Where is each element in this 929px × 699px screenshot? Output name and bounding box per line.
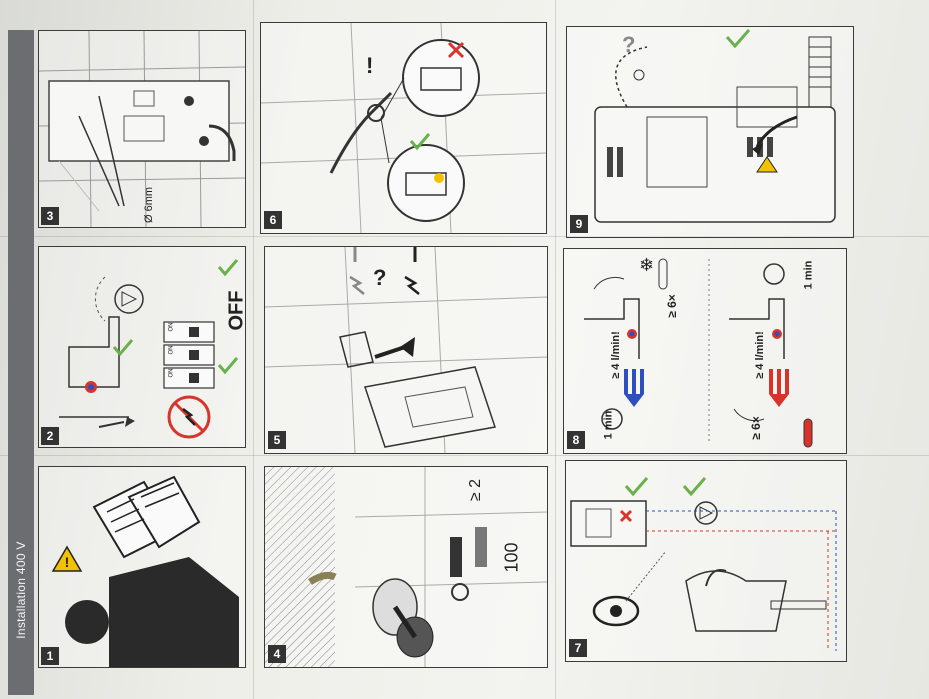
connection-drawing: [265, 467, 548, 667]
duration-hot: 1 min: [802, 260, 815, 290]
step-2-panel: ON ON ON OFF 2: [38, 246, 248, 448]
step-number-2: 2: [41, 427, 59, 445]
step-number-3: 3: [41, 207, 59, 225]
fold-line: [0, 236, 929, 237]
flow-rate-cold: ≥ 4 l/min!: [609, 331, 622, 379]
repeat-count-hot: ≥ 6×: [748, 416, 763, 440]
section-sidebar: [8, 30, 34, 695]
dimension-label: 100: [501, 542, 522, 573]
step-number-7: 7: [569, 639, 587, 657]
step-number-4: 4: [268, 645, 286, 663]
breaker-on-label: ON: [168, 368, 175, 378]
step-number-6: 6: [264, 211, 282, 229]
step-6-panel: ! 6: [260, 22, 547, 234]
step-9-panel: ? 9: [566, 26, 854, 238]
valve-drawing: !: [260, 22, 547, 234]
heater-wiring-drawing: ?: [594, 29, 836, 223]
dimension-label: ≥ 2: [467, 478, 485, 502]
section-title: Installation 400 V: [14, 541, 28, 639]
svg-text:❄: ❄: [639, 255, 654, 275]
flow-rate-hot: ≥ 4 l/min!: [753, 331, 766, 379]
svg-text:?: ?: [373, 265, 386, 290]
venting-drawing: [570, 477, 837, 651]
off-label: OFF: [225, 290, 248, 331]
step-number-5: 5: [268, 431, 286, 449]
step-number-9: 9: [570, 215, 588, 233]
breaker-on-label: ON: [168, 345, 175, 355]
power-off-drawing: [59, 259, 239, 439]
step-1-panel: ! 1: [38, 466, 246, 668]
svg-text:?: ?: [622, 32, 635, 57]
drill-size-label: Ø 6mm: [143, 186, 156, 224]
read-manual-drawing: !: [51, 475, 239, 667]
fold-line: [0, 455, 929, 456]
repeat-count-cold: ≥ 6×: [664, 294, 679, 318]
step-4-panel: 100 ≥ 2 4: [264, 466, 548, 668]
svg-text:!: !: [65, 554, 70, 570]
step-7-panel: 7: [565, 460, 847, 662]
svg-text:!: !: [366, 53, 373, 78]
flush-procedure-drawing: ❄: [584, 255, 813, 448]
breaker-on-label: ON: [168, 322, 175, 332]
step-number-8: 8: [567, 431, 585, 449]
fold-line: [555, 0, 556, 699]
step-5-panel: ? 5: [264, 246, 548, 454]
duration-cold: 1 min: [602, 410, 615, 440]
step-3-panel: Ø 6mm 3: [38, 30, 246, 228]
step-8-panel: ❄ ≥ 4 l/min! ≥ 6× 1 min ≥ 4 l/min! ≥ 6× …: [563, 248, 847, 454]
step-number-1: 1: [41, 647, 59, 665]
cover-mount-drawing: ?: [264, 246, 548, 454]
tile-wall-drawing: [38, 30, 246, 228]
fold-line: [253, 0, 254, 699]
